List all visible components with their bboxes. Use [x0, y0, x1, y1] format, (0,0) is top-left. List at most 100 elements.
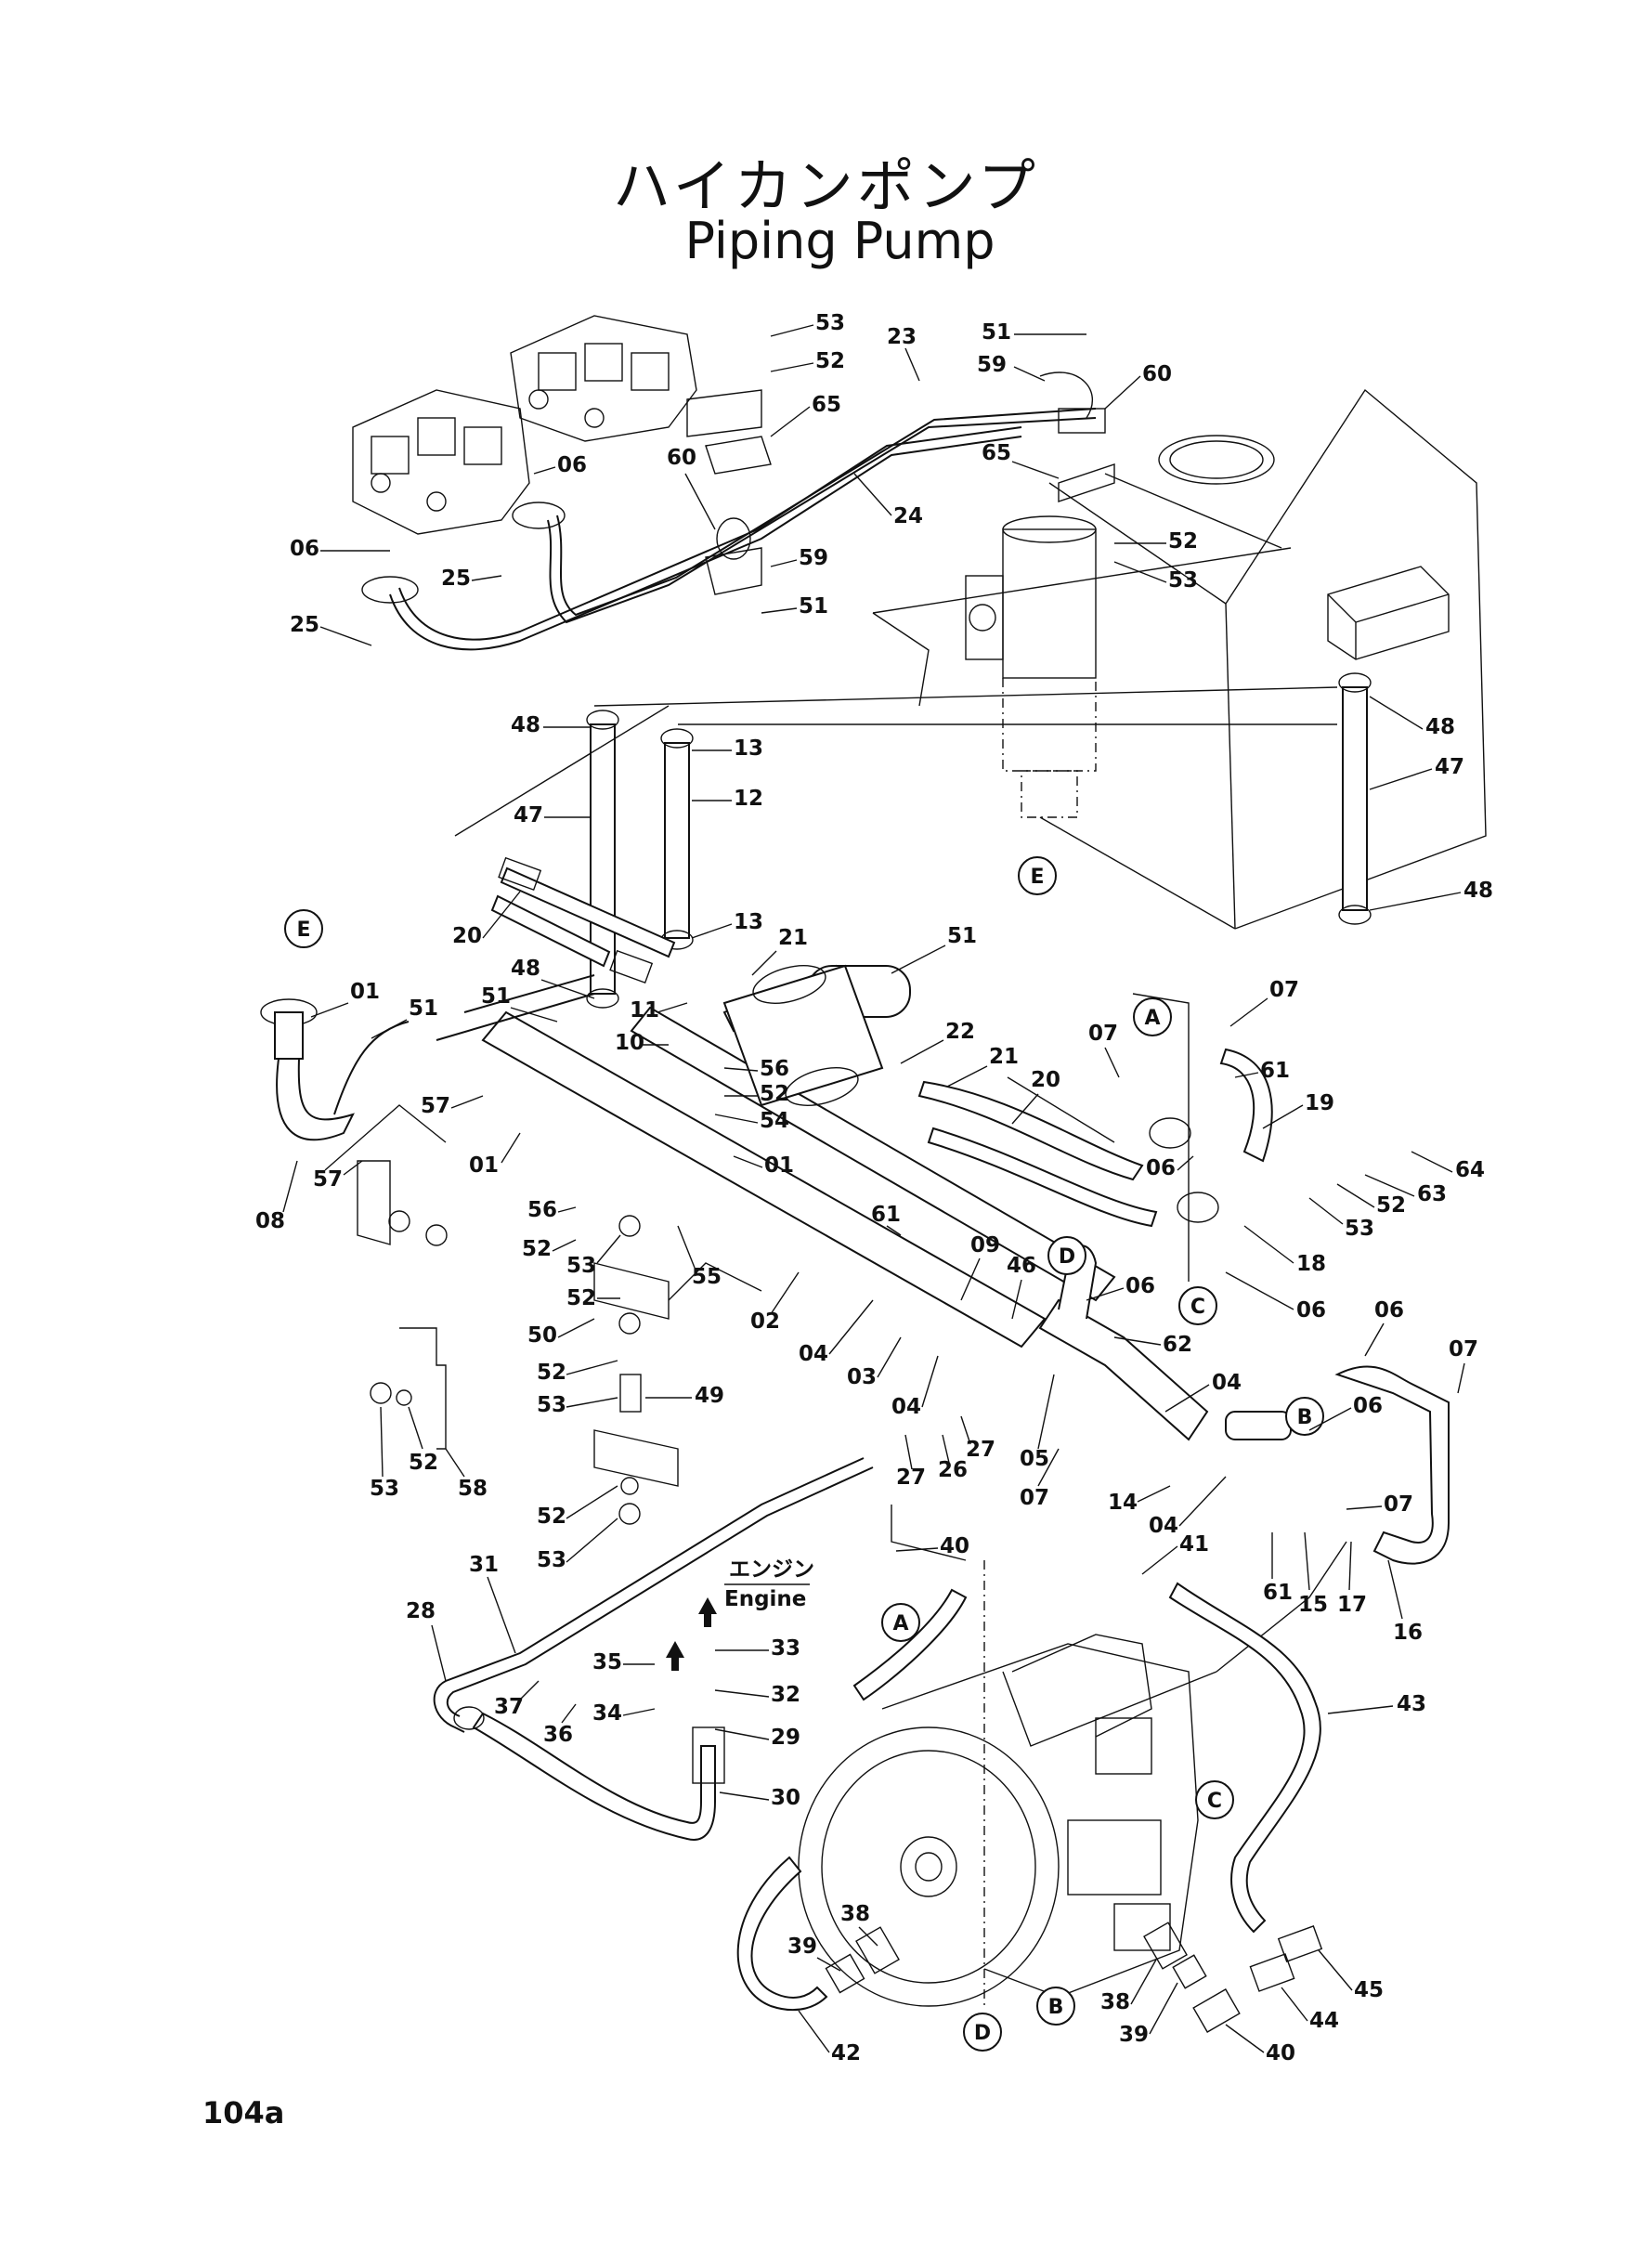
callout-D-bottom: [963, 2013, 1002, 2052]
part-label: 34: [592, 1701, 622, 1726]
part-label: 31: [469, 1553, 499, 1577]
part-label: 53: [566, 1254, 596, 1278]
part-label: 25: [290, 613, 319, 637]
part-label: 38: [840, 1902, 870, 1926]
part-label: 06: [1374, 1298, 1404, 1322]
part-label: 26: [938, 1458, 968, 1482]
engine-note-english: Engine: [724, 1587, 806, 1611]
part-label: 52: [760, 1082, 789, 1106]
part-label: 60: [667, 446, 696, 470]
filter-22: [722, 964, 884, 1107]
part-label: 18: [1296, 1252, 1326, 1276]
left-hoses-20: [490, 856, 676, 984]
part-label: 23: [887, 325, 917, 349]
callout-C-bottom: [1195, 1780, 1234, 1819]
part-label: 24: [893, 504, 923, 528]
part-label: 01: [764, 1153, 794, 1178]
part-label: 48: [1463, 879, 1493, 903]
part-label: 50: [527, 1323, 557, 1348]
part-label: 61: [871, 1203, 901, 1227]
leader-lines: [324, 473, 1347, 1747]
part-label: 20: [452, 924, 482, 948]
part-label: 59: [977, 353, 1007, 377]
part-label: 48: [1425, 715, 1455, 739]
callout-E-left: [284, 909, 323, 948]
part-label: 53: [370, 1477, 399, 1501]
pump-fittings: [825, 1922, 1323, 2033]
part-label: 07: [1384, 1492, 1413, 1517]
callout-A-bottom-letter: A: [892, 1612, 908, 1635]
part-label: 04: [891, 1395, 921, 1419]
part-label: 57: [313, 1167, 343, 1192]
part-label: 13: [734, 736, 763, 761]
part-label: 53: [1168, 568, 1198, 593]
part-label: 04: [1149, 1514, 1178, 1538]
part-label: 53: [537, 1548, 566, 1572]
part-label: 54: [760, 1109, 789, 1133]
part-label: 51: [481, 984, 511, 1009]
part-label: 40: [1266, 2041, 1295, 2065]
part-label: 52: [566, 1286, 596, 1310]
brackets: [357, 1160, 679, 1525]
part-label: 40: [940, 1534, 969, 1558]
part-label: 04: [799, 1342, 828, 1366]
part-label: 17: [1337, 1593, 1367, 1617]
diagram-title-english: Piping Pump: [684, 212, 995, 270]
part-label: 02: [750, 1309, 780, 1334]
part-label: 30: [771, 1786, 800, 1810]
part-label: 06: [290, 537, 319, 561]
part-label: 06: [1146, 1156, 1176, 1180]
part-label: 39: [787, 1935, 817, 1959]
part-label: 53: [537, 1393, 566, 1417]
callout-C-top-letter: C: [1190, 1296, 1205, 1319]
part-label: 52: [537, 1505, 566, 1529]
part-label: 56: [760, 1057, 789, 1081]
part-label: 16: [1393, 1621, 1423, 1645]
part-label: 56: [527, 1198, 557, 1222]
part-label: 35: [592, 1650, 622, 1674]
part-label: 08: [255, 1209, 285, 1233]
part-label: 43: [1397, 1692, 1426, 1716]
part-label: 52: [409, 1451, 438, 1475]
part-label: 15: [1298, 1593, 1328, 1617]
callout-A-top-letter: A: [1144, 1007, 1160, 1030]
part-label: 51: [409, 997, 438, 1021]
part-label: 25: [441, 567, 471, 591]
hydraulic-tank: [1039, 388, 1487, 930]
part-label: 10: [615, 1031, 644, 1055]
part-label: 42: [831, 2041, 861, 2065]
part-label: 47: [514, 803, 543, 827]
part-label: 45: [1354, 1978, 1384, 2002]
part-label: 20: [1031, 1068, 1060, 1092]
callout-E-left-letter: E: [296, 919, 310, 942]
part-label: 63: [1417, 1182, 1447, 1206]
page-number: 104a: [202, 2095, 285, 2130]
part-label: 06: [1353, 1394, 1383, 1418]
lower-pipes-28-30: [433, 1457, 874, 1841]
part-label: 61: [1263, 1581, 1293, 1605]
part-label: 06: [557, 453, 587, 477]
part-label: 47: [1435, 755, 1464, 779]
part-label: 52: [815, 349, 845, 373]
part-label: 12: [734, 787, 763, 811]
part-label: 07: [1088, 1022, 1118, 1046]
pipes-23-24: [389, 371, 1115, 651]
part-label: 53: [815, 311, 845, 335]
part-label: 65: [982, 441, 1011, 465]
part-label: 21: [778, 926, 808, 950]
part-label: 48: [511, 957, 540, 981]
pump-hoses-42-43: [736, 1582, 1321, 2012]
callout-E-right-letter: E: [1030, 866, 1044, 889]
part-label: 51: [982, 320, 1011, 345]
part-label: 51: [947, 924, 977, 948]
callout-B-bottom: [1036, 1987, 1075, 2026]
control-valve-assembly: [352, 315, 697, 604]
engine-note-japanese: エンジン: [729, 1557, 814, 1582]
part-label: 52: [1168, 529, 1198, 554]
part-label: 06: [1125, 1274, 1155, 1298]
part-label: 06: [1296, 1298, 1326, 1322]
callout-circles: E E A D C B A C D B: [284, 856, 1324, 2052]
part-label: 32: [771, 1683, 800, 1707]
part-label: 55: [692, 1265, 722, 1289]
part-label: 33: [771, 1636, 800, 1661]
